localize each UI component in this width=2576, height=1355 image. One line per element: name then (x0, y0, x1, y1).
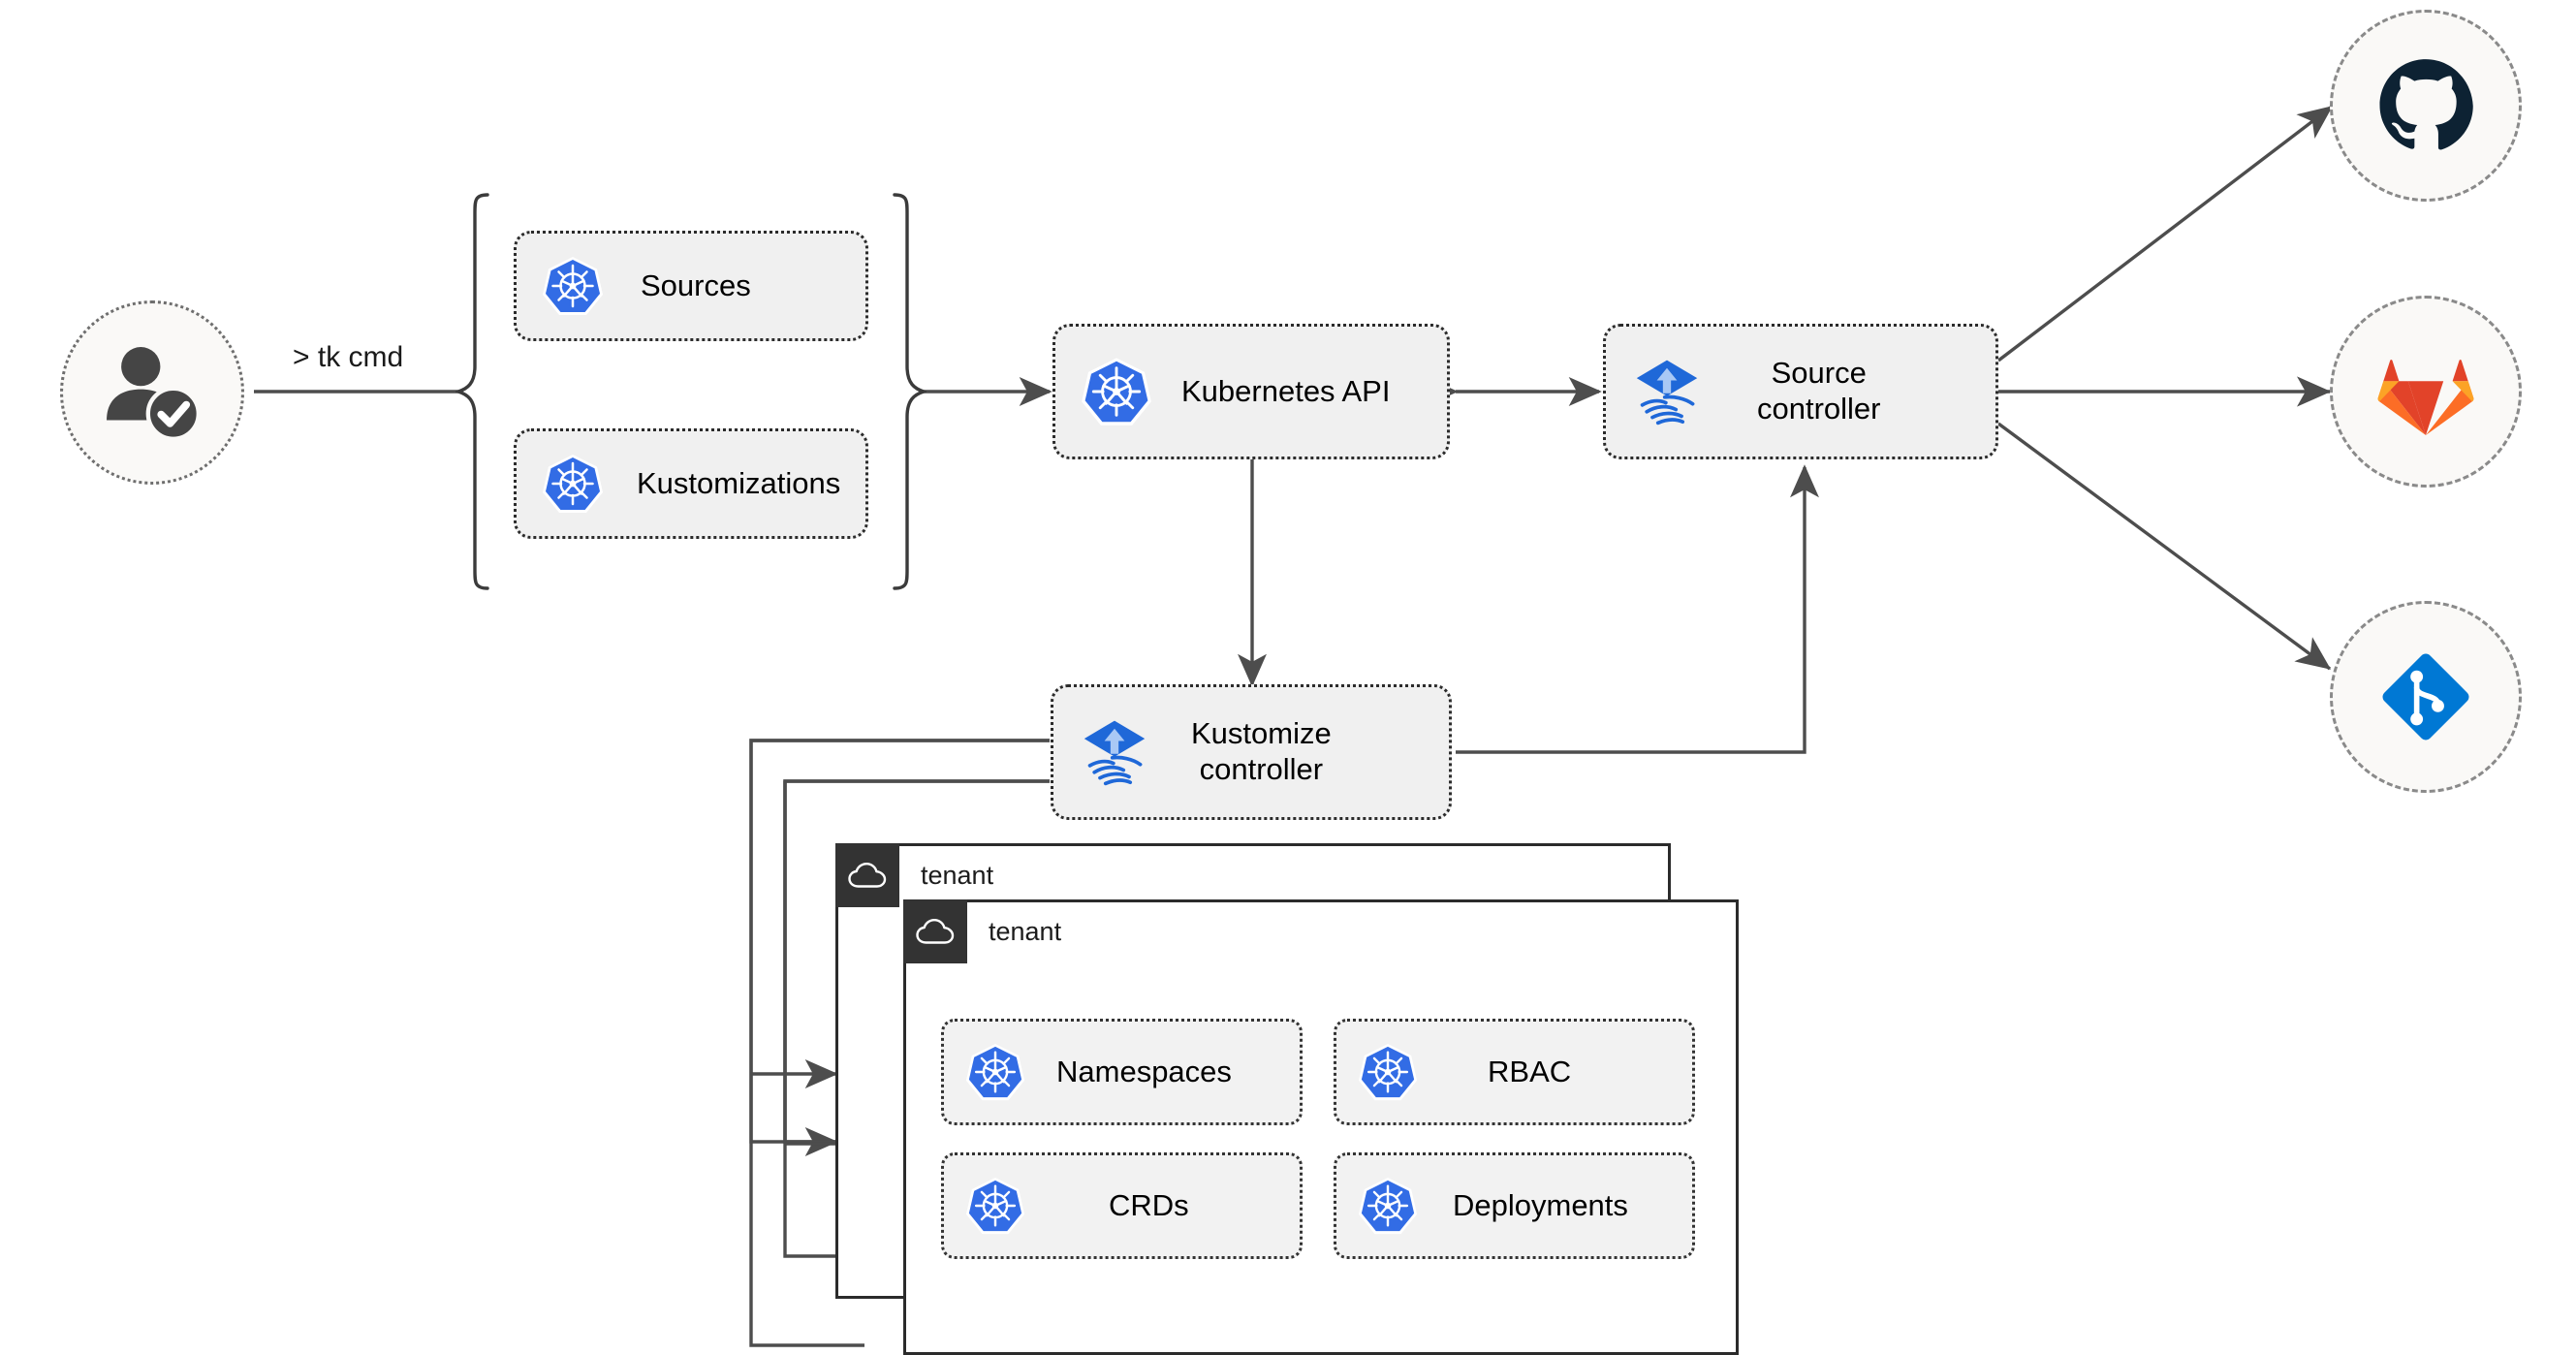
tenant-resource-grid: Namespaces (941, 1019, 1695, 1259)
kubernetes-icon (1082, 358, 1151, 425)
github-icon (2379, 59, 2473, 150)
flux-icon (1636, 360, 1698, 425)
resource-label: RBAC (1488, 1055, 1572, 1088)
resource-card-crds[interactable]: CRDs (941, 1152, 1303, 1259)
cloud-icon (903, 899, 967, 963)
wire-source-to-github (1996, 105, 2334, 362)
card-sources[interactable]: Sources (514, 231, 868, 341)
tenant-window-front[interactable]: tenant (903, 899, 1739, 1355)
wire-kustomize-to-source (1456, 464, 1819, 754)
provider-github[interactable] (2330, 10, 2522, 202)
group-brace-left (456, 193, 489, 590)
tenant-back-title: tenant (921, 860, 994, 890)
provider-gitlab[interactable] (2330, 296, 2522, 488)
wire-kustomize-to-tenant-2b (783, 781, 835, 1144)
command-label: > tk cmd (293, 341, 404, 373)
flux-icon (1084, 720, 1146, 786)
resource-label: CRDs (1109, 1188, 1189, 1222)
card-sources-label: Sources (641, 268, 751, 302)
tenant-front-header: tenant (903, 899, 1061, 963)
user-check-icon (107, 347, 201, 441)
card-source-controller-label: Source controller (1757, 356, 1881, 425)
provider-azure-repos[interactable] (2330, 601, 2522, 793)
cloud-icon (835, 843, 899, 907)
card-kubernetes-api[interactable]: Kubernetes API (1052, 324, 1450, 459)
card-kustomize-controller[interactable]: Kustomize controller (1051, 684, 1452, 820)
tenant-back-header: tenant (835, 843, 993, 907)
kubernetes-icon (965, 1177, 1025, 1235)
card-kustomizations[interactable]: Kustomizations (514, 428, 868, 539)
kubernetes-icon (1358, 1043, 1418, 1101)
kubernetes-icon (965, 1043, 1025, 1101)
resource-label: Deployments (1453, 1188, 1628, 1222)
resource-label: Namespaces (1056, 1055, 1232, 1088)
card-kustomizations-label: Kustomizations (637, 465, 841, 500)
kubernetes-icon (543, 257, 603, 315)
wire-source-to-azure (1996, 422, 2332, 671)
tenant-front-title: tenant (989, 916, 1062, 946)
gitlab-icon (2377, 360, 2474, 435)
card-kubernetes-api-label: Kubernetes API (1181, 373, 1391, 408)
resource-card-rbac[interactable]: RBAC (1334, 1019, 1695, 1125)
resource-card-namespaces[interactable]: Namespaces (941, 1019, 1303, 1125)
group-brace-right (893, 193, 927, 590)
card-kustomize-controller-label: Kustomize controller (1191, 716, 1332, 786)
azure-repos-icon (2382, 653, 2469, 741)
card-source-controller[interactable]: Source controller (1603, 324, 1998, 459)
kubernetes-icon (543, 455, 603, 513)
kubernetes-icon (1358, 1177, 1418, 1235)
user-avatar (60, 300, 244, 485)
resource-card-deployments[interactable]: Deployments (1334, 1152, 1695, 1259)
